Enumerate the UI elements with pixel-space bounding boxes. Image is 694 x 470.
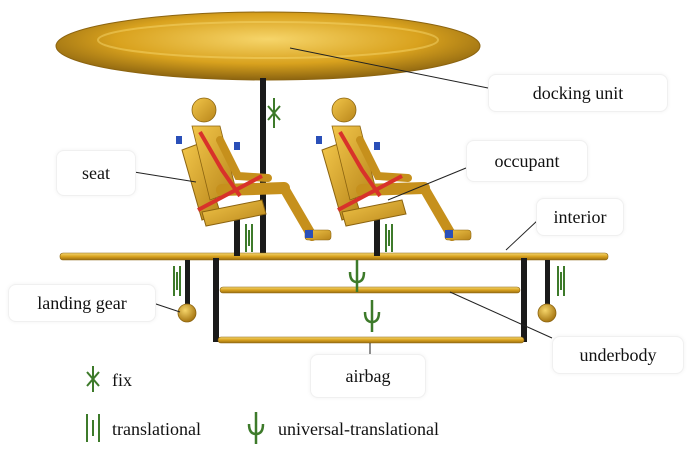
universal-translational-joint-icon bbox=[348, 260, 381, 332]
underbody-strut-left bbox=[213, 258, 219, 342]
interior-floor bbox=[59, 252, 609, 261]
docking-unit bbox=[55, 11, 481, 81]
occupant-seat-right bbox=[316, 97, 472, 256]
underbody-strut-right bbox=[521, 258, 527, 342]
label-occupant: occupant bbox=[466, 140, 588, 182]
legend-fix-label: fix bbox=[112, 370, 132, 390]
legend-universal-translational-icon bbox=[247, 412, 265, 444]
label-landing-gear: landing gear bbox=[8, 284, 156, 322]
central-shaft bbox=[260, 78, 266, 258]
landing-gear-left bbox=[173, 260, 197, 323]
label-airbag: airbag bbox=[310, 354, 426, 398]
occupant-seat-left bbox=[176, 97, 332, 256]
legend-translational-icon bbox=[86, 414, 100, 442]
fix-joint-icon bbox=[267, 98, 281, 128]
label-underbody: underbody bbox=[552, 336, 684, 374]
legend-fix-icon bbox=[86, 366, 100, 392]
legend-universal-translational-label: universal-translational bbox=[278, 419, 439, 439]
landing-gear-right bbox=[537, 260, 565, 323]
label-docking-unit: docking unit bbox=[488, 74, 668, 112]
label-seat: seat bbox=[56, 150, 136, 196]
airbag-plate bbox=[217, 336, 525, 344]
leader-lines bbox=[133, 47, 553, 354]
label-interior: interior bbox=[536, 198, 624, 236]
legend-translational-label: translational bbox=[112, 419, 201, 439]
underbody-plate bbox=[219, 286, 521, 294]
